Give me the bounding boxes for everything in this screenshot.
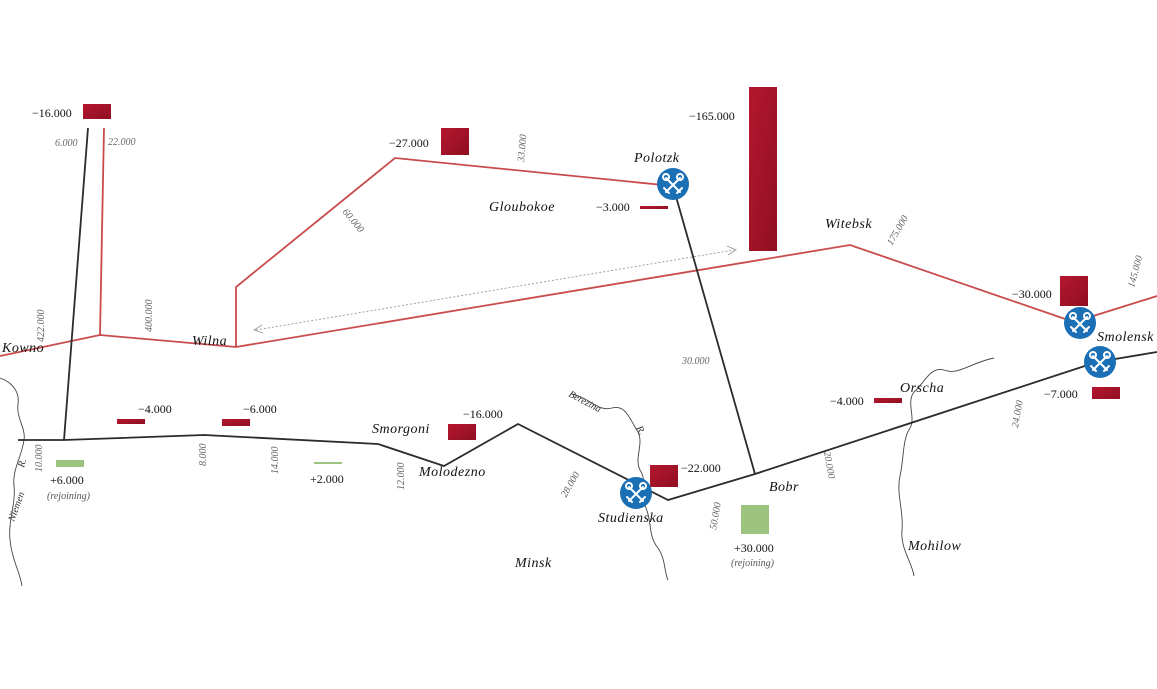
loss-label-165000: −165.000 [689,109,735,123]
river-label-niemen: Niemen [6,491,27,524]
loss-marker-3000 [640,206,668,209]
city-minsk: Minsk [514,556,552,571]
city-kowno: Kowno [1,341,44,356]
gain-label-2000: +2.000 [310,472,344,486]
flow-label-10000: 10.000 [34,445,45,473]
loss-label-3000: −3.000 [596,200,630,214]
flow-label-175000: 175.000 [885,214,911,248]
loss-marker-4000-b [874,398,902,403]
niemen-river [0,377,25,587]
flow-label-24000: 24.000 [1010,400,1026,429]
city-polotzk: Polotzk [633,151,680,166]
north-advance-route [235,157,674,347]
flow-label-400000: 400.000 [144,300,155,333]
city-orscha: Orscha [900,381,944,396]
flow-label-12000: 12.000 [396,463,407,491]
dnieper-river [898,357,995,577]
loss-marker-4000-a [117,419,145,424]
gain-marker-6000 [56,460,84,467]
city-labels: Kowno Wilna Polotzk Gloubokoe Witebsk Sm… [1,151,1154,571]
loss-marker-6000 [222,419,250,426]
rivers [0,357,995,587]
north-column-route [99,127,105,336]
city-molodezno: Molodezno [418,465,486,480]
river-label-berezina-r: R. [633,423,647,437]
loss-marker-27000 [441,128,469,155]
river-label-berezina: Berezina [567,389,603,415]
loss-label-6000: −6.000 [243,402,277,416]
north-retreat-route [672,185,756,475]
gain-label-30000: +30.000 [734,541,774,555]
gain-marker-2000 [314,462,342,464]
gain-label-6000: +6.000 [50,473,84,487]
loss-marker-16000-top [83,104,111,119]
city-studienska: Studienska [598,511,664,526]
flow-label-60000: 60.000 [340,207,366,235]
main-advance-route [0,244,1157,357]
loss-label-27000: −27.000 [389,136,429,150]
gain-marker-30000 [741,505,769,534]
loss-labels: −16.000 −27.000 −165.000 −3.000 −30.000 … [32,106,1078,475]
flow-label-8000: 8.000 [198,444,209,467]
crossed-swords-icon[interactable] [656,167,690,201]
north-column-retreat [63,127,89,441]
flow-label-30000: 30.000 [681,356,710,367]
distance-arrow [252,245,737,334]
flow-label-50000: 50.000 [708,502,724,531]
berezina-river [571,393,669,581]
loss-label-16000-b: −16.000 [463,407,503,421]
city-smorgoni: Smorgoni [372,422,430,437]
loss-markers [83,87,1120,487]
crossed-swords-icon[interactable] [1083,345,1117,379]
flow-label-20000: 20.000 [821,451,837,480]
loss-marker-16000-b [448,424,476,440]
retreat-routes [18,127,1157,501]
city-wilna: Wilna [192,334,227,349]
flow-label-422000: 422.000 [36,310,47,343]
loss-label-4000-a: −4.000 [138,402,172,416]
gain-markers [56,460,769,534]
loss-label-22000: −22.000 [681,461,721,475]
flow-label-6000: 6.000 [55,138,78,149]
loss-marker-30000 [1060,276,1088,306]
city-mohilow: Mohilow [907,539,961,554]
gain-note-30000: (rejoining) [731,558,775,569]
river-label-niemen-r: R. [16,458,29,470]
loss-label-4000-b: −4.000 [830,394,864,408]
crossed-swords-icon[interactable] [1063,306,1097,340]
gain-labels: +6.000 (rejoining) +2.000 +30.000 (rejoi… [47,472,775,569]
flow-label-33000: 33.000 [516,134,529,163]
loss-label-30000: −30.000 [1012,287,1052,301]
main-retreat-route [18,351,1157,501]
flow-label-14000: 14.000 [270,447,281,475]
flow-label-145000: 145.000 [1126,255,1145,289]
flow-label-28000: 28.000 [559,470,582,499]
river-labels: Niemen R. Berezina R. [6,389,647,524]
flow-labels: 6.000 22.000 422.000 400.000 60.000 33.0… [34,134,1145,531]
loss-marker-22000 [650,465,678,487]
loss-marker-7000 [1092,387,1120,399]
city-witebsk: Witebsk [825,217,872,232]
crossed-swords-icon[interactable] [619,476,653,510]
advance-routes [0,127,1157,357]
flow-label-22000: 22.000 [108,137,136,148]
city-gloubokoe: Gloubokoe [489,200,555,215]
loss-marker-165000 [749,87,777,251]
gain-note-6000: (rejoining) [47,491,91,502]
loss-label-16000-top: −16.000 [32,106,72,120]
city-bobr: Bobr [769,480,799,495]
loss-label-7000: −7.000 [1044,387,1078,401]
city-smolensk: Smolensk [1097,330,1154,345]
